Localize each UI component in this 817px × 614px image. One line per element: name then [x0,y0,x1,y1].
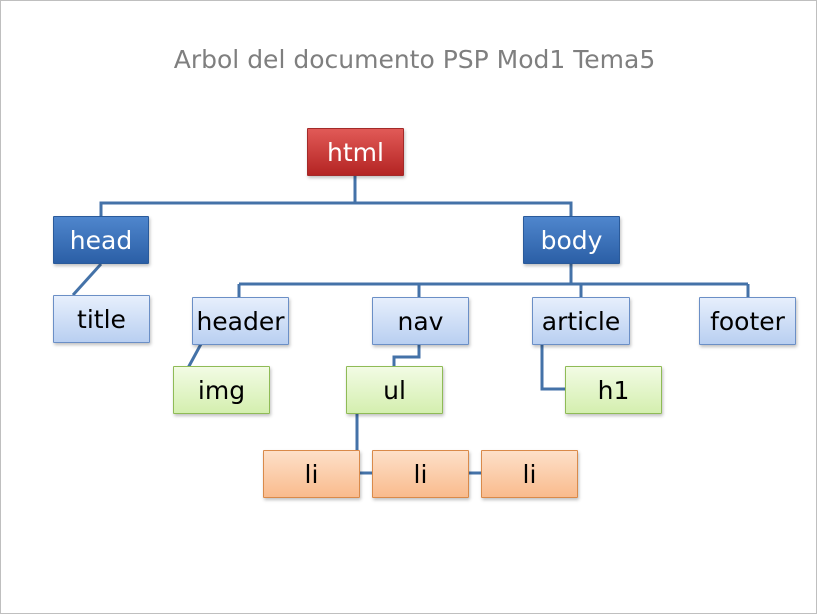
diagram-title: Arbol del documento PSP Mod1 Tema5 [173,45,656,74]
node-li-2: li [372,450,469,498]
node-nav: nav [372,297,469,345]
node-footer: footer [699,297,796,345]
connector-nav-ul [392,345,421,366]
node-head: head [53,216,149,264]
connector-html-body [355,201,573,216]
node-title: title [53,295,150,343]
node-ul: ul [346,366,443,414]
node-li-1: li [263,450,360,498]
node-html: html [307,128,404,176]
node-body: body [523,216,620,264]
connector-head-title [71,262,103,297]
node-article: article [532,297,630,345]
node-li-3: li [481,450,578,498]
node-h1: h1 [565,366,662,414]
node-header: header [192,297,289,345]
connector-article-h1 [540,345,566,391]
connector-html-children [99,176,357,216]
node-img: img [173,366,270,414]
